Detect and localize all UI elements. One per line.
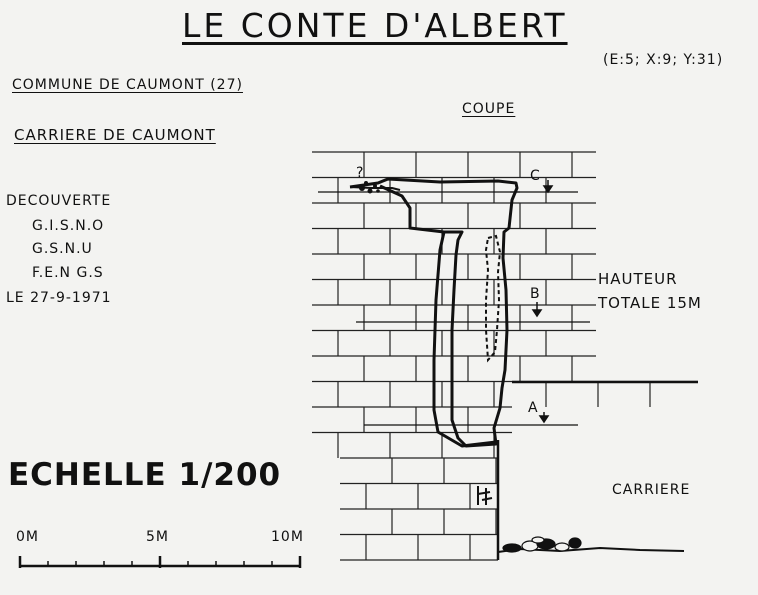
marker-a: A	[528, 400, 538, 416]
discovery-date: LE 27-9-1971	[6, 290, 112, 306]
scale-bar	[18, 556, 302, 568]
marker-arrows	[531, 180, 554, 424]
commune-label: COMMUNE DE CAUMONT (27)	[12, 77, 243, 93]
marker-b: B	[530, 286, 540, 302]
discovery-group-1: G.I.S.N.O	[32, 218, 105, 234]
scale-tick-5: 5M	[146, 529, 169, 545]
scale-minor-ticks	[47, 561, 273, 566]
shaft-outline	[349, 177, 519, 448]
discovery-heading: DECOUVERTE	[6, 193, 112, 209]
site-label: CARRIERE DE CAUMONT	[14, 126, 216, 144]
height-label-line1: HAUTEUR	[598, 270, 678, 288]
question-mark: ?	[356, 165, 363, 181]
page-title: LE CONTE D'ALBERT	[182, 6, 568, 45]
scale-tick-10: 10M	[271, 529, 304, 545]
coordinates-label: (E:5; X:9; Y:31)	[603, 52, 724, 68]
inner-dashed-outline	[484, 234, 502, 363]
marker-c: C	[530, 168, 540, 184]
ladder-figure	[477, 486, 493, 505]
rubble-pile	[502, 536, 582, 553]
section-label: COUPE	[462, 101, 516, 117]
level-lines	[318, 191, 590, 426]
quarry-label: CARRIERE	[612, 482, 691, 498]
height-label-line2: TOTALE 15M	[598, 294, 702, 312]
scale-tick-0: 0M	[16, 529, 39, 545]
discovery-group-3: F.E.N G.S	[32, 265, 104, 281]
discovery-group-2: G.S.N.U	[32, 241, 93, 257]
scale-title: ECHELLE 1/200	[8, 457, 282, 493]
